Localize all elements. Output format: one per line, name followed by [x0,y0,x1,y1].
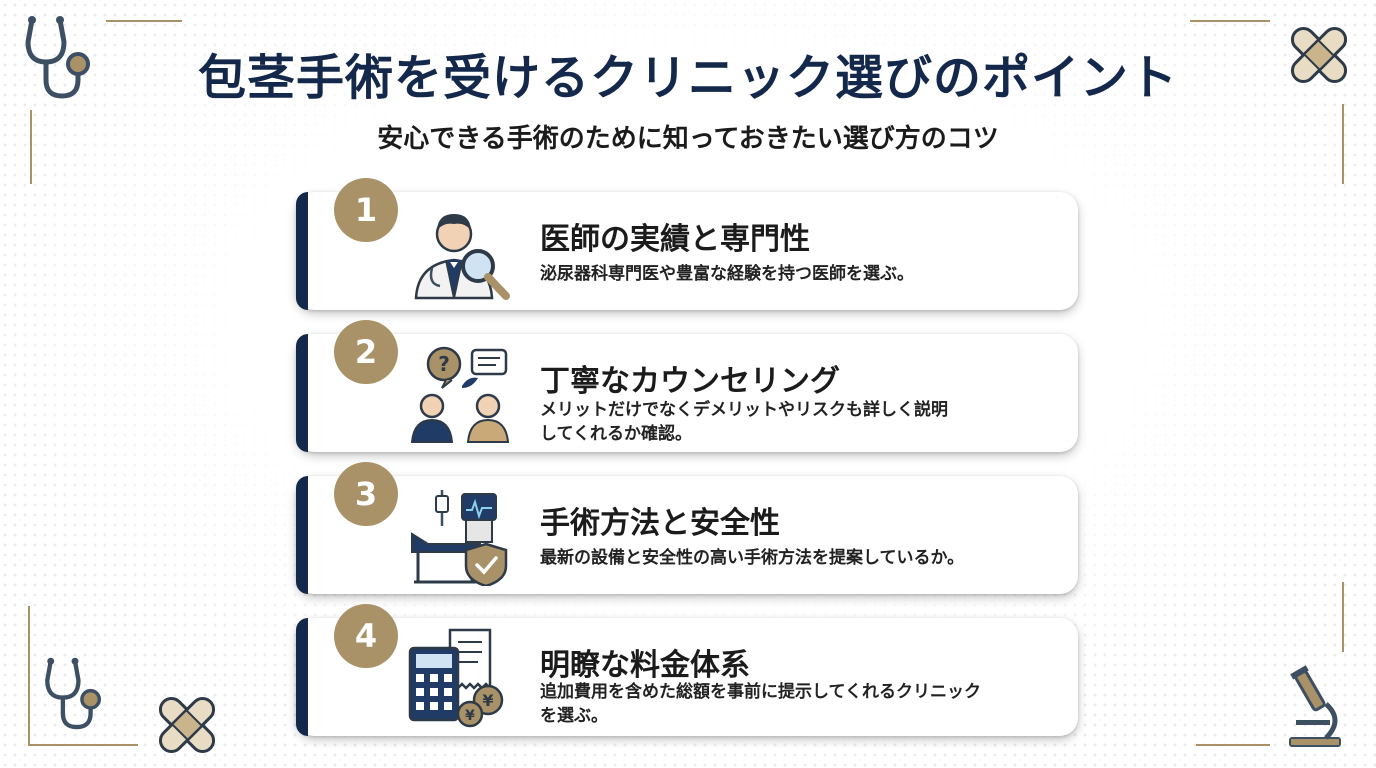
card-accent-bar [296,192,308,310]
point-description: 追加費用を含めた総額を事前に提示してくれるクリニック [540,682,981,702]
point-description: メリットだけでなくデメリットやリスクも詳しく説明 [540,400,948,420]
corner-line [28,606,30,746]
point-card-3: 3 手術方法と安全性 最新の設備と安全性の高い手術方法を提案しているか。 [296,462,1078,594]
page-title: 包茎手術を受けるクリニック選びのポイント [197,50,1178,106]
calculator-yen-icon: ¥ ¥ [408,628,504,728]
corner-line [28,744,138,746]
corner-line [106,20,182,22]
point-card-1: 1 医師の実績と専門性 泌尿器科専門医や豊富な経験を持つ医師を選ぶ。 [296,178,1078,310]
point-heading: 明瞭な料金体系 [540,648,750,683]
point-description: 最新の設備と安全性の高い手術方法を提案しているか。 [540,548,965,568]
point-number-badge: 2 [334,320,398,384]
card-accent-bar [296,618,308,736]
point-description: 泌尿器科専門医や豊富な経験を持つ医師を選ぶ。 [540,264,914,284]
consultation-icon: ? [410,346,510,443]
corner-line [1196,744,1270,746]
point-description-line2: を選ぶ。 [540,706,608,726]
point-card-2: 2 ? 丁寧なカウンセリング メリットだけでなくデメリットやリスクも詳しく説明 … [296,320,1078,452]
svg-text:¥: ¥ [482,691,493,710]
corner-line [1342,582,1344,652]
point-heading: 手術方法と安全性 [540,506,780,541]
card-accent-bar [296,476,308,594]
bandage-icon [158,696,216,754]
point-description-line2: してくれるか確認。 [540,424,692,444]
point-card-4: 4 ¥ ¥ 明瞭な料金体系 追加費用を含めた総額を事前に提示してくれるクリニック… [296,604,1078,736]
microscope-icon [1289,665,1341,747]
corner-line [1190,20,1270,22]
point-number-badge: 1 [334,178,398,242]
point-heading: 医師の実績と専門性 [540,222,810,257]
svg-text:?: ? [438,352,450,376]
svg-text:¥: ¥ [465,708,475,724]
point-number-badge: 3 [334,462,398,526]
point-heading: 丁寧なカウンセリング [540,364,840,399]
stethoscope-icon [45,657,101,730]
point-number-badge: 4 [334,604,398,668]
corner-line [1342,104,1344,184]
bandage-icon [1290,26,1348,84]
card-accent-bar [296,334,308,452]
page-subtitle: 安心できる手術のために知っておきたい選び方のコツ [377,124,999,154]
corner-line [30,110,32,184]
stethoscope-icon [25,16,90,99]
doctor-magnifier-icon [414,214,510,300]
surgery-safety-icon [411,490,508,586]
